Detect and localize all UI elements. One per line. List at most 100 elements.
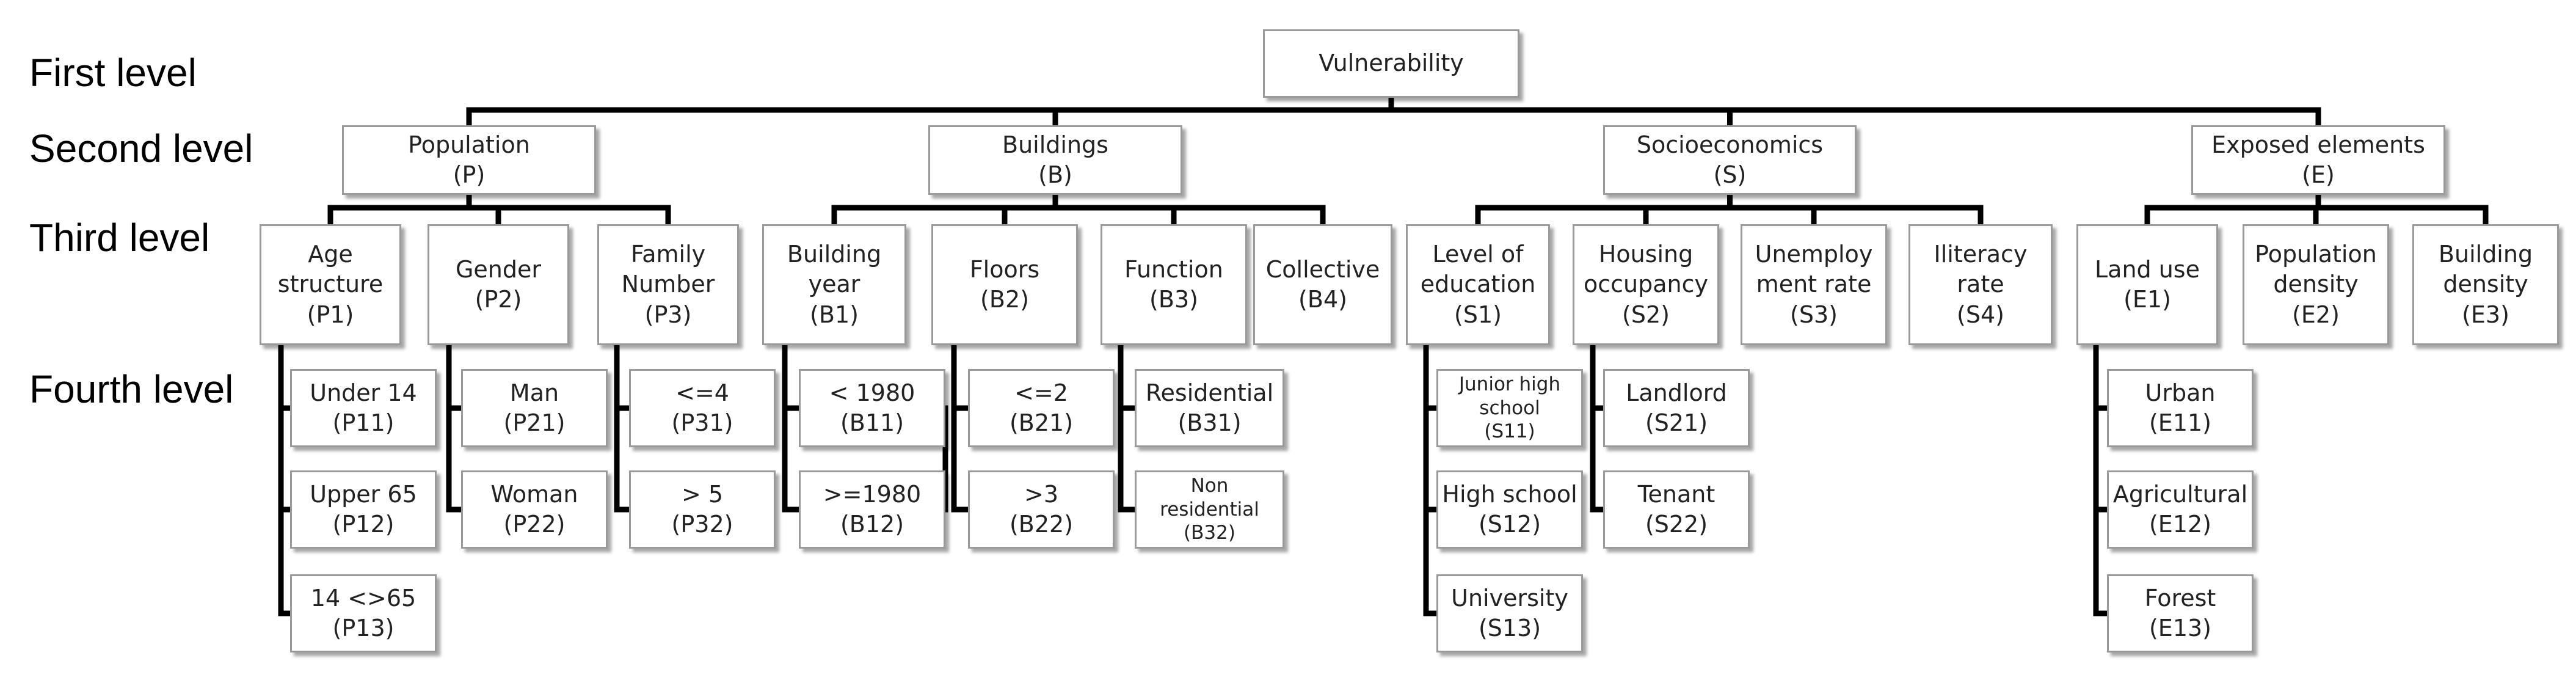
node-label-line: (S22): [1645, 511, 1708, 538]
node-label-line: Woman: [490, 480, 578, 508]
node-label-line: year: [808, 271, 860, 298]
node-label-line: (B11): [840, 409, 904, 436]
node-label-line: Number: [621, 271, 715, 298]
node-label-line: Family: [630, 240, 706, 268]
node-second-0: Population(P): [342, 125, 596, 195]
node-label-line: > 5: [681, 480, 724, 508]
node-label-line: residential: [1160, 498, 1259, 521]
node-label-line: Level of: [1432, 240, 1524, 268]
node-label-line: (B22): [1009, 511, 1074, 538]
node-fourth-11: Residential (B31): [1135, 369, 1284, 447]
node-label-line: < 1980: [829, 379, 915, 406]
node-label-line: (B): [1038, 161, 1072, 188]
node-label-line: Exposed elements: [2211, 131, 2425, 158]
node-label-line: (S1): [1454, 301, 1502, 328]
node-label-line: (B4): [1298, 286, 1347, 313]
node-fourth-16: Landlord(S21): [1603, 369, 1750, 447]
node-label-line: Population: [2255, 240, 2377, 268]
node-label-line: Gender: [455, 255, 542, 283]
node-label-line: (S13): [1478, 615, 1541, 642]
node-label-line: rate: [1957, 271, 2004, 298]
node-fourth-7: < 1980 (B11): [799, 369, 945, 447]
node-label-line: Housing: [1598, 240, 1694, 268]
node-label-line: (B32): [1184, 522, 1235, 544]
node-label-line: (P31): [671, 409, 733, 436]
node-label-line: (P2): [475, 286, 522, 313]
node-label-line: (B3): [1149, 286, 1198, 313]
node-label-line: ment rate: [1756, 271, 1872, 298]
node-label-line: Socioeconomics: [1636, 131, 1824, 158]
node-third-11: Land use (E1): [2076, 224, 2218, 345]
node-label-line: Forest: [2144, 584, 2216, 612]
node-label-line: (P3): [644, 301, 692, 328]
node-label-line: Floors: [969, 255, 1040, 283]
node-label-line: Residential: [1145, 379, 1274, 406]
node-second-2: Socioeconomics (S): [1603, 125, 1857, 195]
node-fourth-19: Agricultural(E12): [2107, 470, 2254, 549]
node-label-line: education: [1420, 271, 1536, 298]
node-label-line: (P1): [307, 301, 354, 328]
node-third-6: Collective (B4): [1253, 224, 1392, 345]
node-label-line: Junior high: [1458, 373, 1561, 395]
node-label-line: school: [1479, 397, 1540, 419]
node-label-line: <=4: [675, 379, 729, 406]
node-fourth-5: <=4 (P31): [629, 369, 776, 447]
node-label-line: (B12): [840, 511, 904, 538]
node-fourth-9: <=2 (B21): [968, 369, 1115, 447]
node-label-line: (P): [453, 161, 486, 188]
node-label-line: (E1): [2123, 286, 2171, 313]
node-label-line: (B21): [1009, 409, 1074, 436]
node-label-line: Iliteracy: [1934, 240, 2028, 268]
node-label-line: Agricultural: [2112, 480, 2248, 508]
node-third-8: Housing occupancy (S2): [1573, 224, 1719, 345]
level-label-first: First level: [29, 51, 197, 95]
node-label-line: Building: [2438, 240, 2533, 268]
node-label-line: Under 14: [310, 379, 417, 406]
node-second-3: Exposed elements (E): [2191, 125, 2445, 195]
node-label-line: Unemploy: [1755, 240, 1873, 268]
node-label-line: Building: [787, 240, 882, 268]
node-label-line: >=1980: [823, 480, 922, 508]
node-fourth-14: High school(S12): [1436, 470, 1583, 549]
node-label-line: Non: [1190, 474, 1229, 497]
node-label-line: (B31): [1177, 409, 1242, 436]
node-fourth-20: Forest(E13): [2107, 574, 2254, 653]
node-label-line: (S2): [1622, 301, 1670, 328]
node-third-10: Iliteracy rate (S4): [1908, 224, 2053, 345]
node-fourth-3: Man(P21): [461, 369, 608, 447]
node-label-line: University: [1451, 584, 1568, 612]
node-label-line: (E): [2302, 161, 2335, 188]
level-label-third: Third level: [29, 216, 210, 260]
node-second-1: Buildings (B): [928, 125, 1182, 195]
node-label-line: (B1): [810, 301, 859, 328]
node-label-line: occupancy: [1584, 271, 1708, 298]
level-label-fourth: Fourth level: [29, 367, 234, 411]
node-fourth-10: >3(B22): [968, 470, 1115, 549]
node-label-line: (S): [1713, 161, 1747, 188]
node-label-line: (S4): [1957, 301, 2004, 328]
node-fourth-15: University (S13): [1436, 574, 1583, 653]
node-label-line: (P11): [332, 409, 395, 436]
level-label-second: Second level: [29, 126, 253, 170]
node-label-line: (S3): [1790, 301, 1838, 328]
node-label-line: Buildings: [1002, 131, 1108, 158]
node-third-9: Unemploy ment rate (S3): [1741, 224, 1887, 345]
node-label-line: Land use: [2094, 255, 2200, 283]
node-label-line: density: [2443, 271, 2528, 298]
node-label-line: (P22): [503, 511, 566, 538]
node-label-line: (E3): [2462, 301, 2509, 328]
node-fourth-4: Woman (P22): [461, 470, 608, 549]
node-third-5: Function(B3): [1101, 224, 1247, 345]
node-label-line: Collective: [1265, 255, 1380, 283]
node-label-line: (S11): [1484, 420, 1535, 443]
node-label-line: <=2: [1014, 379, 1068, 406]
node-label-line: Tenant: [1637, 480, 1716, 508]
node-label-line: 14 <>65: [310, 584, 417, 612]
node-label-line: (E2): [2292, 301, 2340, 328]
